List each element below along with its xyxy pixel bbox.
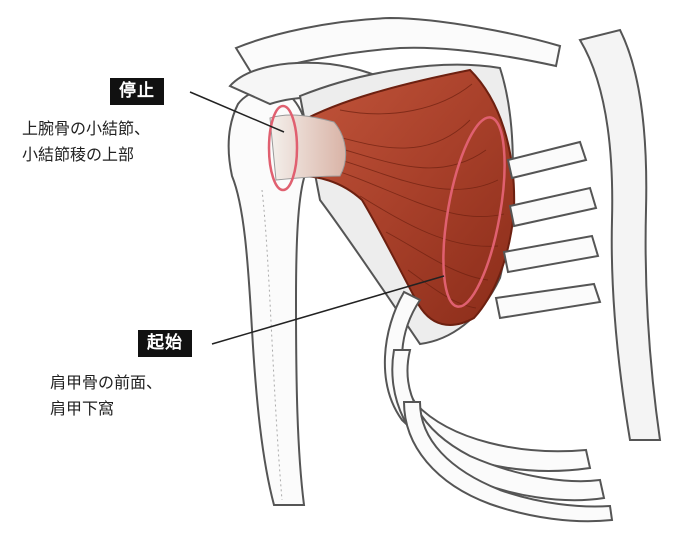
insertion-line-2: 小結節稜の上部 xyxy=(22,142,150,168)
insertion-line-1: 上腕骨の小結節、 xyxy=(22,116,150,142)
subscapularis-tendon xyxy=(270,115,346,180)
insertion-description: 上腕骨の小結節、 小結節稜の上部 xyxy=(22,116,150,168)
origin-description: 肩甲骨の前面、 肩甲下窩 xyxy=(50,370,162,422)
origin-line-1: 肩甲骨の前面、 xyxy=(50,370,162,396)
insertion-badge: 停止 xyxy=(110,78,164,105)
origin-badge: 起始 xyxy=(138,330,192,357)
origin-line-2: 肩甲下窩 xyxy=(50,396,162,422)
